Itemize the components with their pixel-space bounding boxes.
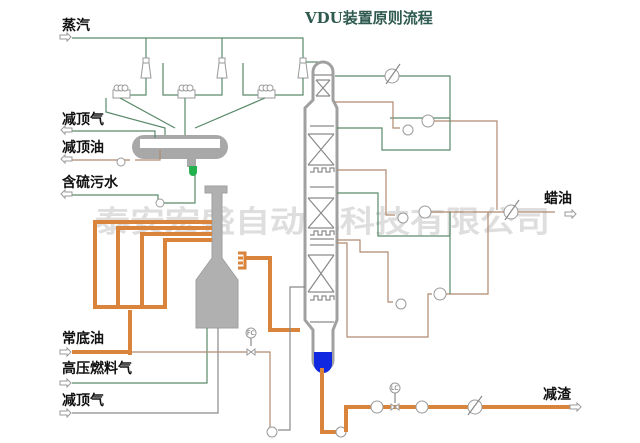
- vac-residue-exchanger-2[interactable]: [415, 400, 429, 414]
- lower-pumparound-pump[interactable]: [395, 298, 407, 310]
- intercondenser-1[interactable]: [112, 84, 131, 99]
- drum-boot-liquid: [189, 166, 197, 176]
- wax-oil-outlet-arrow-icon: [564, 208, 577, 220]
- lower-pumparound-exchanger[interactable]: [433, 287, 447, 301]
- hp-fuel-gas-inlet-arrow-icon: [59, 377, 72, 389]
- vac-top-oil-pump[interactable]: [116, 157, 126, 167]
- furnace-outlet-coils: [238, 251, 300, 332]
- label-atm-residue: 常底油: [62, 330, 104, 347]
- sour-water-pump[interactable]: [155, 198, 165, 208]
- svg-text:FC: FC: [247, 330, 255, 337]
- slop-pump[interactable]: [266, 426, 278, 438]
- label-vac-top-gas-out: 减顶气: [62, 111, 104, 128]
- steam-system: [72, 37, 318, 140]
- intercondenser-2[interactable]: [177, 84, 196, 99]
- vacuum-top-drum[interactable]: [132, 135, 228, 176]
- vac-residue-cooler[interactable]: [467, 395, 483, 416]
- label-wax-oil: 蜡油: [544, 190, 572, 207]
- flow-controller-fc[interactable]: FC: [245, 327, 257, 356]
- steam-inlet-arrow-icon: [59, 31, 72, 43]
- label-vac-top-gas-in: 减顶气: [62, 392, 104, 409]
- label-sour-water: 含硫污水: [62, 174, 119, 191]
- vac-residue-outlet-arrow-icon: [569, 401, 582, 413]
- top-pumparound-exchanger[interactable]: [421, 114, 435, 128]
- label-steam: 蒸汽: [62, 17, 90, 34]
- top-pumparound-pump[interactable]: [402, 124, 414, 136]
- label-vac-top-oil: 减顶油: [62, 139, 104, 156]
- label-vac-residue: 减渣: [543, 386, 572, 403]
- level-controller-lc[interactable]: LC: [389, 382, 401, 411]
- intercondenser-3[interactable]: [257, 84, 276, 99]
- vac-top-gas-inlet-arrow-icon: [59, 407, 72, 419]
- vacuum-column[interactable]: [303, 60, 339, 373]
- atm-residue-inlet-arrow-icon: [59, 346, 72, 358]
- wax-oil-exchanger-1[interactable]: [418, 205, 432, 219]
- column-bottoms-liquid: [314, 352, 332, 373]
- vac-top-oil-outlet-arrow-icon: [60, 153, 73, 165]
- wax-oil-pump[interactable]: [397, 212, 409, 224]
- sour-water-outlet-arrow-icon: [60, 188, 73, 200]
- steam-ejector-3[interactable]: [297, 57, 309, 79]
- top-air-cooler[interactable]: [384, 63, 401, 85]
- label-hp-fuel-gas: 高压燃料气: [62, 360, 132, 377]
- diagram-title: VDU装置原则流程: [304, 9, 433, 27]
- steam-ejector-2[interactable]: [216, 57, 228, 79]
- vacuum-furnace[interactable]: [195, 185, 239, 329]
- vac-top-gas-outlet-arrow-icon: [60, 124, 73, 136]
- furnace-inlet-coils: [93, 220, 212, 355]
- vac-residue-exchanger-1[interactable]: [370, 400, 384, 414]
- svg-text:LC: LC: [391, 385, 399, 392]
- steam-ejector-1[interactable]: [140, 57, 152, 79]
